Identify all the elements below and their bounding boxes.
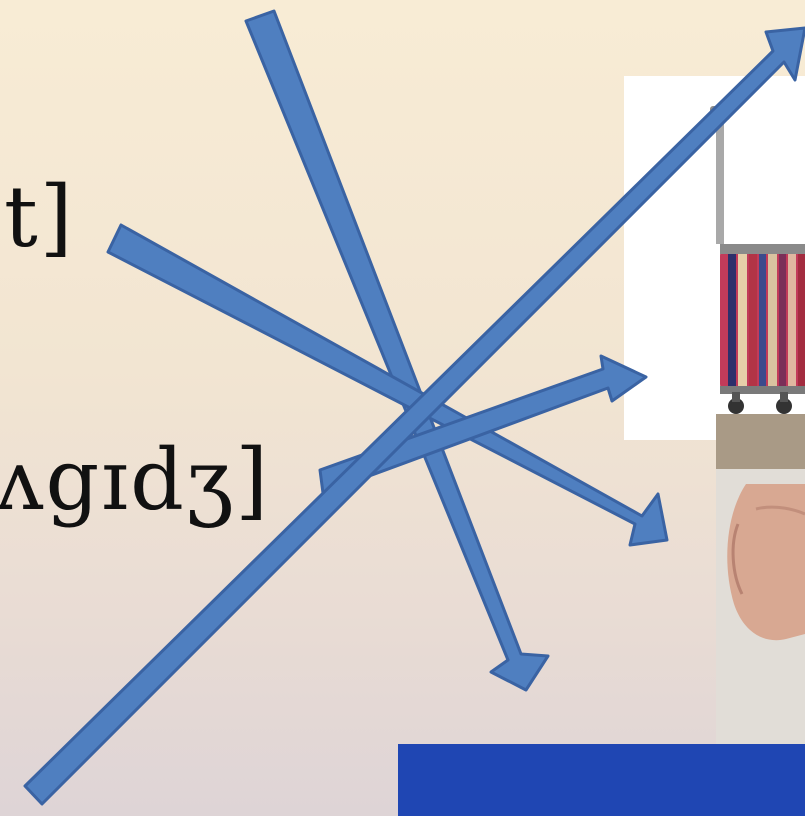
arrow-down-icon — [246, 11, 548, 690]
arrow-diagonal-icon — [25, 28, 805, 804]
